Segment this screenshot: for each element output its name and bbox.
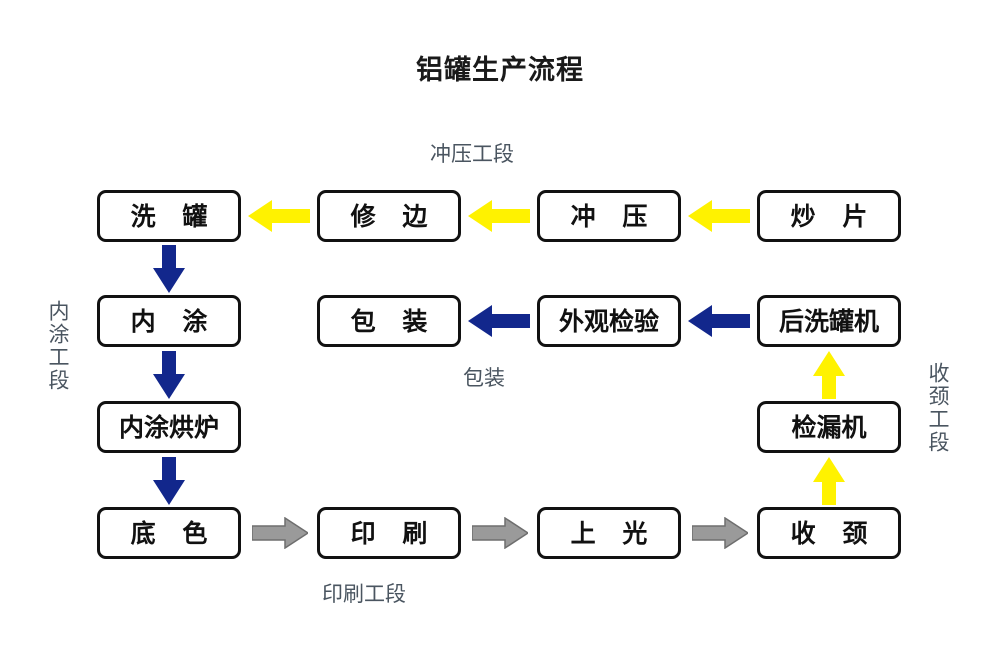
arrow-left-blue-washer-to-inspection (688, 303, 750, 339)
arrow-right-gray-printing-to-varnish (472, 517, 528, 549)
section-label-necking: 收颈工段 (926, 362, 950, 454)
node-base-color[interactable]: 底 色 (97, 507, 241, 559)
node-stamp[interactable]: 冲 压 (537, 190, 681, 242)
node-cup-blank[interactable]: 炒 片 (757, 190, 901, 242)
section-label-printing: 印刷工段 (322, 582, 406, 606)
node-packing[interactable]: 包 装 (317, 295, 461, 347)
arrow-down-blue-innercoat-to-oven (151, 351, 187, 399)
arrow-left-yellow-stamp-to-trim (468, 198, 530, 234)
node-leak-tester[interactable]: 检漏机 (757, 401, 901, 453)
section-label-stamping: 冲压工段 (430, 142, 514, 166)
arrow-down-blue-wash-to-innercoat (151, 245, 187, 293)
arrow-down-blue-oven-to-basecolor (151, 457, 187, 505)
node-visual-inspection[interactable]: 外观检验 (537, 295, 681, 347)
node-trim[interactable]: 修 边 (317, 190, 461, 242)
section-label-packaging: 包装 (463, 366, 505, 390)
node-varnish[interactable]: 上 光 (537, 507, 681, 559)
node-inner-coat-oven[interactable]: 内涂烘炉 (97, 401, 241, 453)
arrow-up-yellow-necking-to-leaktester (811, 457, 847, 505)
arrow-left-yellow-trim-to-wash (248, 198, 310, 234)
section-label-inner-coating: 内涂工段 (46, 300, 70, 392)
node-necking[interactable]: 收 颈 (757, 507, 901, 559)
node-wash-can[interactable]: 洗 罐 (97, 190, 241, 242)
arrow-right-gray-base-to-printing (252, 517, 308, 549)
page-title: 铝罐生产流程 (416, 55, 584, 86)
node-inner-coat[interactable]: 内 涂 (97, 295, 241, 347)
node-printing[interactable]: 印 刷 (317, 507, 461, 559)
arrow-left-blue-inspection-to-packing (468, 303, 530, 339)
arrow-right-gray-varnish-to-necking (692, 517, 748, 549)
arrow-left-yellow-blank-to-stamp (688, 198, 750, 234)
arrow-up-yellow-leaktester-to-postwasher (811, 351, 847, 399)
node-post-washer[interactable]: 后洗罐机 (757, 295, 901, 347)
